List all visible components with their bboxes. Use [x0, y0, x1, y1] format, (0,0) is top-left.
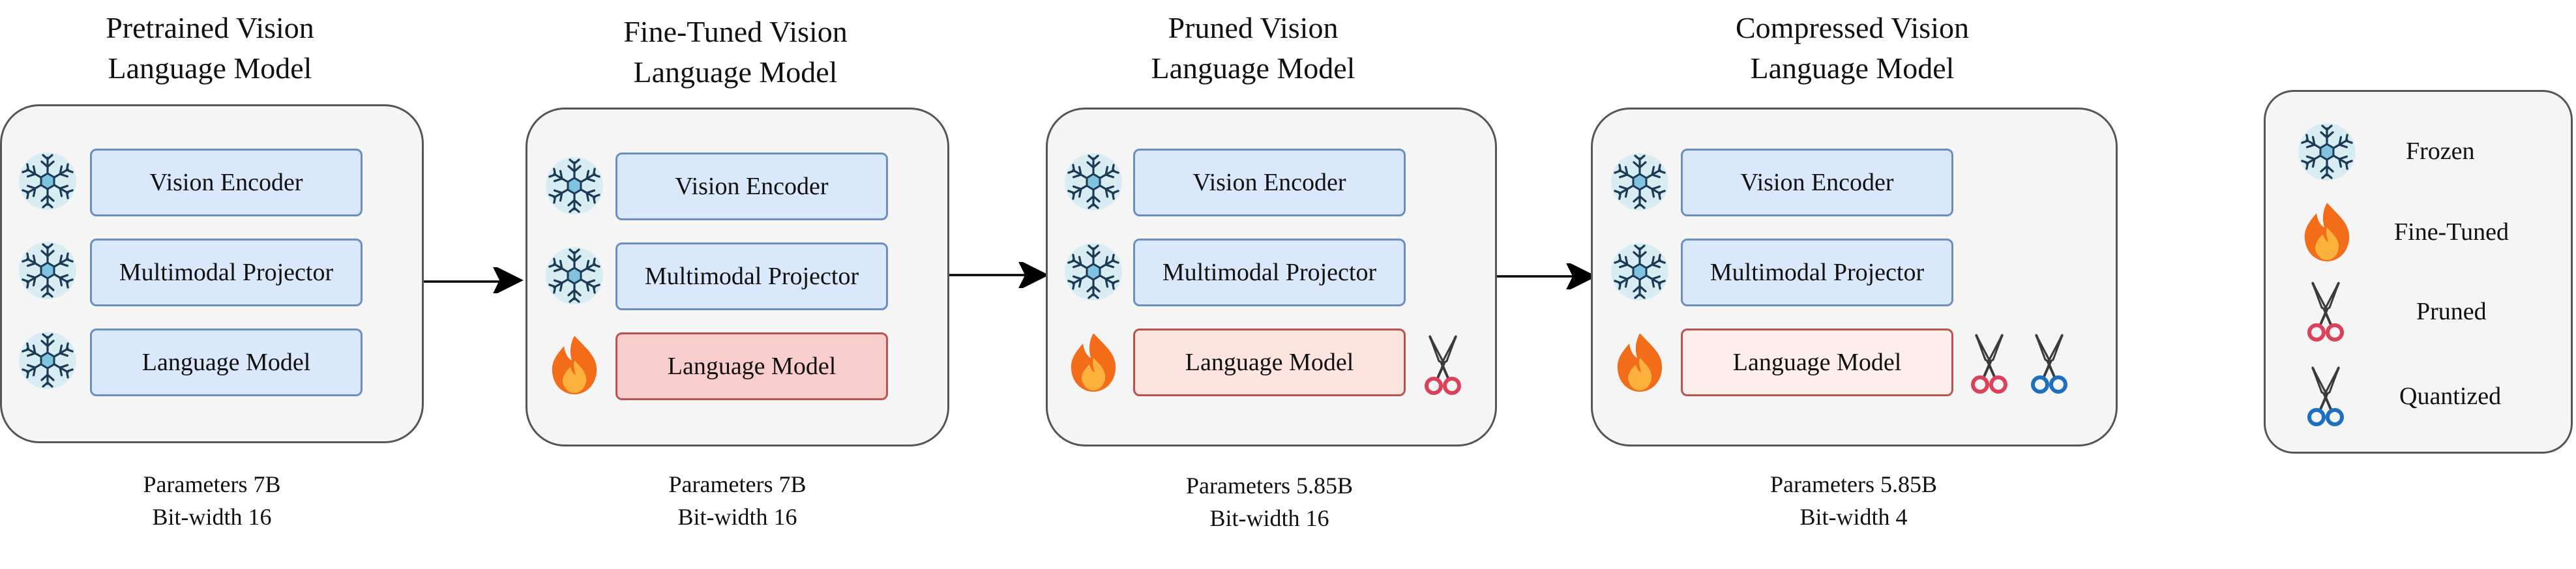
stage-3-title-line2: Language Model [1151, 51, 1355, 85]
stage-1-parameters: Parameters 7B [143, 471, 281, 497]
stage-2-title-line1: Fine-Tuned Vision [623, 15, 848, 48]
scissors-icon [2020, 331, 2079, 396]
stage-1-title: Pretrained Vision Language Model [1, 8, 419, 89]
flame-icon [1071, 334, 1116, 392]
stage-4-title-line1: Compressed Vision [1735, 11, 1969, 44]
stage-4-bit-width: Bit-width 4 [1799, 504, 1908, 530]
snowflake-icon [18, 152, 77, 211]
stage-2-title-line2: Language Model [633, 55, 838, 89]
scissors-icon [1960, 331, 2019, 396]
stage-3-title-line1: Pruned Vision [1168, 11, 1339, 44]
stage-1-vision-encoder: Vision Encoder [90, 149, 363, 216]
scissors-icon [2296, 279, 2355, 344]
stage-2-language-model: Language Model [615, 332, 888, 400]
stage-4-title: Compressed Vision Language Model [1644, 8, 2061, 89]
legend-quantized-label: Quantized [2399, 383, 2502, 410]
stage-1-title-line2: Language Model [108, 51, 312, 85]
scissors-icon [1414, 332, 1472, 398]
stage-3-language-model: Language Model [1133, 328, 1406, 396]
arrow-1 [424, 267, 524, 293]
stage-3-multimodal-projector: Multimodal Projector [1133, 239, 1406, 306]
stage-2-parameters: Parameters 7B [668, 471, 807, 497]
stage-3-parameters: Parameters 5.85B [1186, 473, 1353, 499]
snowflake-icon [1610, 242, 1669, 301]
stage-2-bit-width: Bit-width 16 [677, 504, 797, 530]
stage-1-language-model: Language Model [90, 328, 363, 396]
flame-icon [2304, 203, 2350, 261]
snowflake-icon [2298, 123, 2356, 181]
stage-2-title: Fine-Tuned Vision Language Model [527, 12, 944, 93]
snowflake-icon [18, 331, 77, 390]
stage-1-multimodal-projector: Multimodal Projector [90, 239, 363, 306]
stage-2-multimodal-projector: Multimodal Projector [615, 242, 888, 310]
flame-icon [1617, 334, 1663, 392]
stage-4-multimodal-projector: Multimodal Projector [1681, 239, 1953, 306]
stage-3-title: Pruned Vision Language Model [1044, 8, 1462, 89]
stage-1-title-line1: Pretrained Vision [106, 11, 314, 44]
arrow-3 [1497, 263, 1597, 289]
stage-1-stats: Parameters 7B Bit-width 16 [49, 468, 375, 533]
flame-icon [552, 336, 597, 394]
legend-frozen-label: Frozen [2406, 138, 2475, 165]
stage-2-vision-encoder: Vision Encoder [615, 153, 888, 220]
stage-3-bit-width: Bit-width 16 [1209, 505, 1329, 531]
legend-pruned-label: Pruned [2416, 298, 2487, 325]
snowflake-icon [545, 246, 604, 305]
legend-fine-tuned-label: Fine-Tuned [2394, 218, 2509, 246]
snowflake-icon [1064, 242, 1123, 301]
stage-4-stats: Parameters 5.85B Bit-width 4 [1691, 468, 2017, 533]
snowflake-icon [545, 156, 604, 215]
stage-4-parameters: Parameters 5.85B [1770, 471, 1937, 497]
stage-1-bit-width: Bit-width 16 [152, 504, 272, 530]
snowflake-icon [1064, 153, 1123, 211]
arrow-2 [949, 262, 1049, 288]
stage-3-vision-encoder: Vision Encoder [1133, 149, 1406, 216]
snowflake-icon [1610, 153, 1669, 211]
stage-4-vision-encoder: Vision Encoder [1681, 149, 1953, 216]
snowflake-icon [18, 241, 77, 300]
stage-4-language-model: Language Model [1681, 328, 1953, 396]
stage-2-stats: Parameters 7B Bit-width 16 [574, 468, 900, 533]
stage-4-title-line2: Language Model [1750, 51, 1955, 85]
stage-3-stats: Parameters 5.85B Bit-width 16 [1106, 469, 1432, 534]
scissors-icon [2296, 364, 2355, 429]
